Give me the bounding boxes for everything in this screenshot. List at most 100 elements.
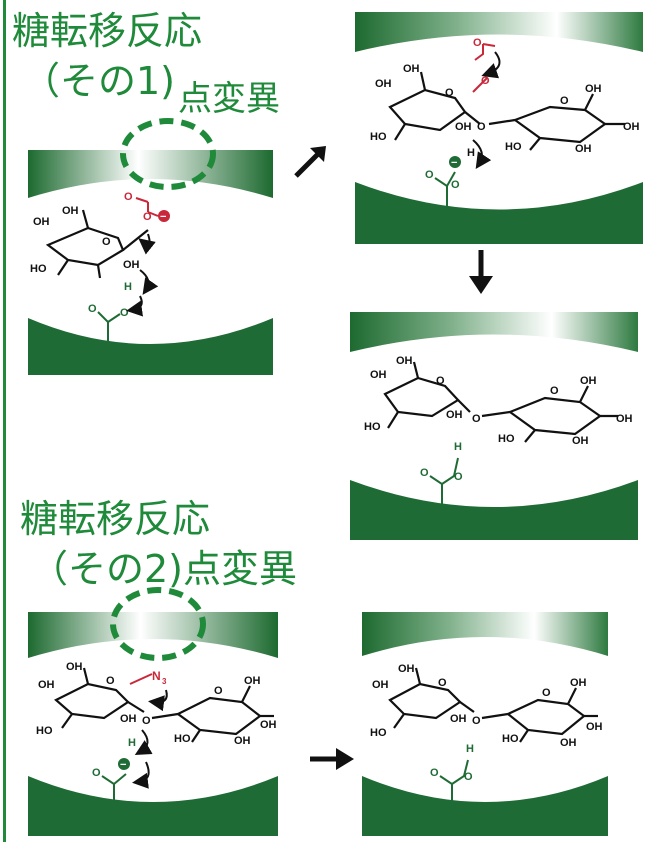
oh-label-3: OH — [123, 259, 140, 271]
acid-o-label-2: O — [454, 471, 463, 483]
minus-charge-icon — [449, 156, 461, 168]
oh-label-1: OH — [372, 679, 389, 691]
leaving-o2-label: O — [143, 211, 152, 223]
ring-o-label-2: O — [214, 685, 223, 697]
section2-title: 糖転移反応 — [20, 497, 211, 541]
ring-o-label-2: O — [560, 95, 569, 107]
bridge-o-label: O — [477, 121, 486, 133]
mutation-marker-icon — [110, 587, 206, 661]
oh-label-1: OH — [38, 679, 55, 691]
acid-o-label-1: O — [420, 467, 429, 479]
section1-subtitle: （その1) — [22, 59, 176, 103]
leaving-o2-label: O — [481, 75, 490, 87]
acid-o-label-2: O — [451, 179, 460, 191]
step-arrow-3 — [310, 748, 354, 770]
azide-bond — [129, 673, 153, 685]
enzyme-panel-2b: O OH OH HO OH O O OH OH HO OH H O O — [362, 612, 608, 836]
oh-label-2: OH — [403, 63, 420, 75]
enzyme-bottom-pocket — [355, 182, 643, 244]
sugar-ring-1 — [383, 361, 471, 429]
oh-label-4: OH — [580, 375, 597, 387]
oh-label-2: OH — [398, 663, 415, 675]
leaving-o-label: O — [473, 37, 482, 49]
oh-label-3: OH — [450, 713, 467, 725]
ring-o-label-2: O — [542, 687, 551, 699]
oh-label-1: OH — [370, 369, 387, 381]
mutation-marker-icon — [120, 118, 216, 190]
ring-o-label-1: O — [106, 675, 115, 687]
ho-label-1: HO — [370, 131, 387, 143]
ring-o-label-2: O — [550, 385, 559, 397]
bridge-o-label: O — [472, 715, 481, 727]
sugar-ring-2 — [151, 685, 274, 743]
oh-label-1: OH — [375, 78, 392, 90]
acid-residue — [434, 171, 456, 212]
oh-label-4: OH — [585, 83, 602, 95]
electron-arrow-1 — [148, 689, 168, 712]
acid-h-label: H — [128, 737, 136, 749]
ring-o-label-1: O — [445, 87, 454, 99]
enzyme-bottom-pocket — [350, 480, 638, 540]
oh-label-2: OH — [396, 355, 413, 367]
oh-label-4: OH — [570, 677, 587, 689]
sugar-ring-1 — [388, 667, 475, 729]
acid-residue — [101, 773, 127, 808]
electron-arrow-1 — [481, 51, 501, 79]
acid-o-label-2: O — [464, 771, 473, 783]
enzyme-bottom-pocket — [28, 318, 273, 375]
ho-label-1: HO — [36, 725, 53, 737]
section1-mutation-label: 点変異 — [178, 79, 280, 119]
bridge-o-label: O — [472, 413, 481, 425]
oh-label-5: OH — [623, 121, 640, 133]
oh-label-5: OH — [616, 413, 633, 425]
acid-o-label-1: O — [88, 303, 97, 315]
sugar-ring-1 — [54, 667, 145, 729]
acid-residue — [429, 457, 459, 510]
ho-label-2: HO — [174, 733, 191, 745]
acid-h-label: H — [466, 743, 474, 755]
ho-label-1: HO — [364, 421, 381, 433]
sugar-ring-2 — [481, 687, 598, 743]
oh-label-6: OH — [560, 737, 577, 749]
oh-label-2: OH — [66, 661, 83, 673]
oh-label-3: OH — [446, 409, 463, 421]
acid-residue — [439, 759, 469, 808]
enzyme-bottom-pocket — [28, 776, 278, 836]
left-border-line — [3, 0, 6, 842]
acid-residue — [97, 311, 121, 350]
bridge-o-label: O — [142, 715, 151, 727]
enzyme-top-lip — [28, 612, 278, 658]
step-arrow-2 — [469, 250, 493, 294]
ho-label-2: HO — [505, 141, 522, 153]
electron-arrow-2 — [472, 139, 492, 169]
sugar-ring-2 — [481, 385, 618, 443]
sugar-ring — [45, 209, 149, 279]
oh-label-5: OH — [260, 719, 277, 731]
minus-charge-label: − — [451, 157, 457, 169]
acid-o-label-1: O — [92, 767, 101, 779]
minus-charge-icon — [158, 210, 170, 222]
acid-h-label: H — [467, 147, 475, 159]
acid-o-label-1: O — [425, 169, 434, 181]
electron-arrow-1 — [138, 233, 156, 255]
section2-subtitle: （その2)点変異 — [30, 547, 298, 591]
ho-label-2: HO — [502, 733, 519, 745]
oh-label-4: OH — [244, 675, 261, 687]
azide-n-label: N — [152, 669, 161, 683]
enzyme-panel-1a: O O − O OH OH HO OH H O O — [28, 118, 273, 375]
oh-label-6: OH — [572, 435, 589, 447]
step-arrow-1 — [294, 146, 326, 178]
ho-label-2: HO — [498, 433, 515, 445]
oh-label-6: OH — [575, 143, 592, 155]
enzyme-panel-1c: O OH OH HO OH O O OH OH HO OH H O O — [350, 312, 638, 540]
ho-label-1: HO — [30, 263, 47, 275]
oh-label-2: OH — [62, 205, 79, 217]
electron-arrow-3 — [126, 295, 144, 317]
electron-arrow-2 — [134, 729, 153, 755]
electron-arrow-2 — [139, 269, 159, 295]
acid-h-label: H — [454, 441, 462, 453]
minus-charge-icon — [118, 758, 130, 770]
section1-title: 糖転移反応 — [12, 9, 203, 53]
oh-label-1: OH — [33, 216, 50, 228]
minus-charge-label: − — [160, 211, 166, 223]
